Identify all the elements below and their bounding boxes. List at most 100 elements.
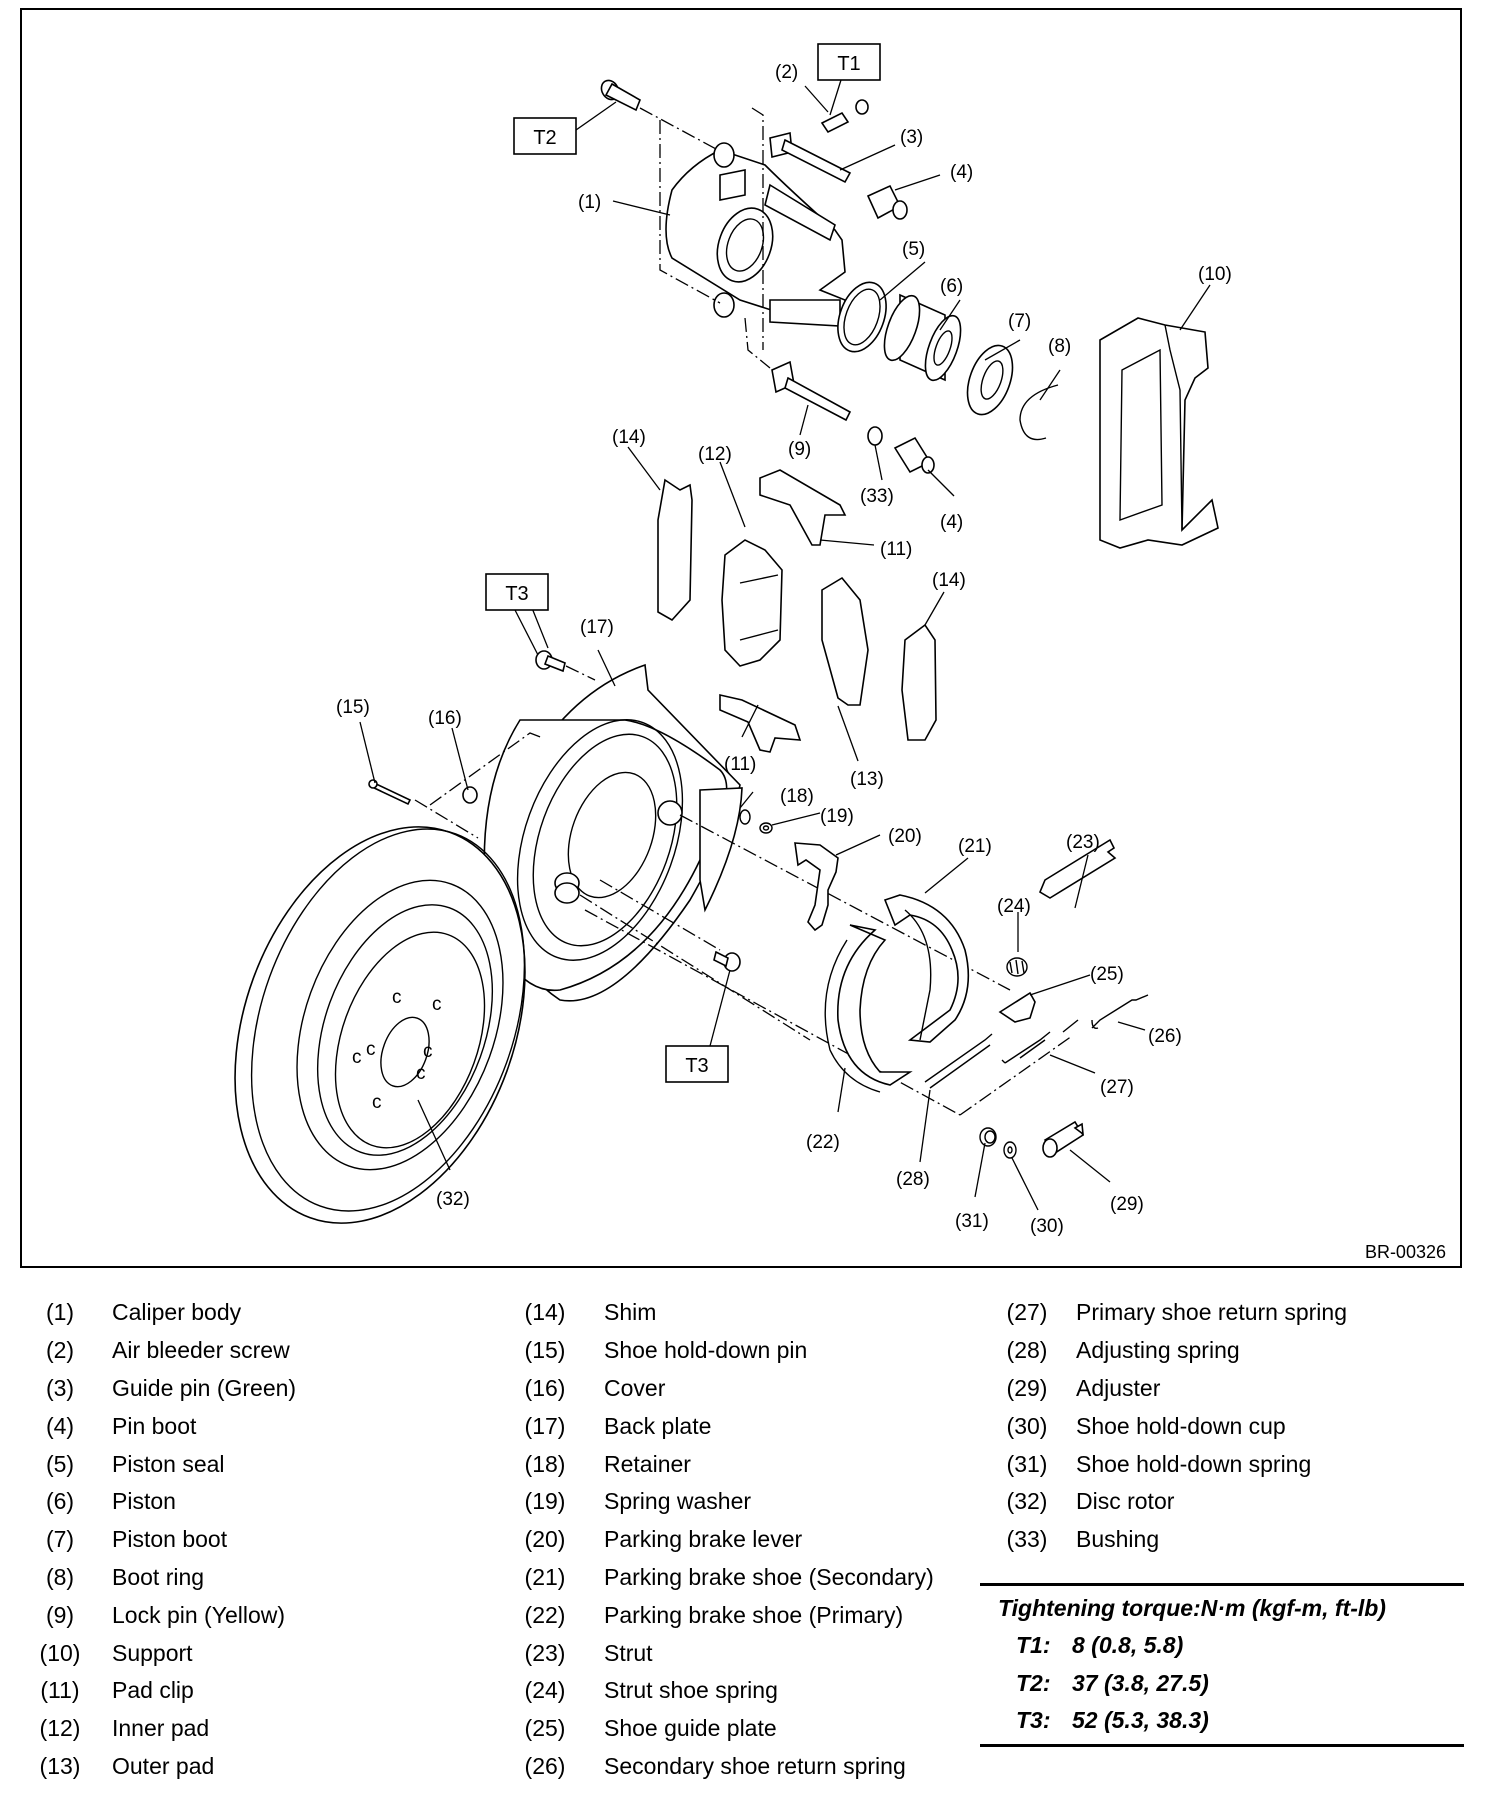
callout-15: (15) [336,697,370,718]
pad-clip-upper [759,469,847,546]
svg-text:T2: T2 [533,127,556,149]
legend-item: (9) Lock pin (Yellow) [34,1596,296,1634]
svg-text:c: c [392,987,402,1008]
torque-table: Tightening torque:N·m (kgf-m, ft-lb) T1:… [980,1583,1464,1747]
svg-text:c: c [372,1092,382,1113]
torque-value: 8 (0.8, 5.8) [1072,1632,1184,1658]
legend-item: (33) Bushing [996,1521,1347,1559]
legend-item-number: (33) [1006,1526,1048,1553]
legend-item-number: (3) [45,1374,75,1401]
callout-labels: (1) (2) (3) (4) (5) (6) (7) (8) (9) (10)… [336,62,1232,1237]
legend-column-3: (27)Primary shoe return spring(28)Adjust… [996,1294,1347,1559]
callout-11-upper: (11) [880,539,912,560]
legend-item: (30)Shoe hold-down cup [996,1407,1347,1445]
callout-7: (7) [1008,311,1031,332]
piston [883,293,962,382]
torque-callout-t3-lower: T3 [665,1045,729,1083]
torque-key: T1: [1016,1632,1051,1658]
legend-item-label: Boot ring [112,1563,205,1590]
legend-item-number: (19) [524,1488,566,1515]
callout-32: (32) [436,1189,470,1210]
legend-item: (29)Adjuster [996,1370,1347,1408]
torque-callout-t1: T1 [817,43,881,81]
svg-text:c: c [423,1041,433,1062]
callout-22: (22) [806,1132,840,1153]
svg-text:T3: T3 [685,1055,708,1077]
legend-item-label: Secondary shoe return spring [604,1752,906,1779]
legend-item-number: (4) [45,1412,75,1439]
torque-row-t1: T1: 8 (0.8, 5.8) [980,1627,1464,1665]
legend-item-number: (14) [524,1299,566,1326]
exploded-view-diagram: c c c c c c c [234,43,1232,1237]
svg-text:T3: T3 [505,583,528,605]
parking-brake-shoe-primary [824,924,913,1093]
callout-29: (29) [1110,1194,1144,1215]
legend-item-number: (11) [40,1677,80,1704]
legend-item: (13)Outer pad [34,1748,296,1786]
legend-item-number: (16) [524,1374,566,1401]
support-bracket [1099,317,1219,549]
disc-rotor: c c c c c c c [234,826,526,1224]
torque-table-heading: Tightening torque:N·m (kgf-m, ft-lb) [998,1595,1386,1621]
legend-item: (20)Parking brake lever [514,1521,934,1559]
legend-item: (10)Support [34,1634,296,1672]
legend-item: (2) Air bleeder screw [34,1332,296,1370]
legend-item: (5)Piston seal [34,1445,296,1483]
legend-item-label: Strut shoe spring [604,1677,778,1704]
diagram-frame [20,8,1462,1268]
svg-text:c: c [432,994,442,1015]
torque-row-t2: T2: 37 (3.8, 27.5) [980,1665,1464,1703]
callout-11-lower: (11) [724,754,756,775]
legend-item-label: Pin boot [112,1412,197,1439]
legend-item-number: (24) [524,1677,566,1704]
legend-item-number: (18) [524,1450,566,1477]
legend-item-number: (12) [39,1715,81,1742]
adjusting-spring [924,1033,993,1089]
legend-item-label: Bushing [1076,1526,1160,1553]
callout-2: (2) [775,62,798,83]
spring-washer [759,822,773,834]
shim-outer [901,623,937,741]
legend-item: (26) Secondary shoe return spring [514,1748,934,1786]
callout-23: (23) [1066,832,1100,853]
legend-item: (18)Retainer [514,1445,934,1483]
pin-boot-lower [893,436,935,474]
callout-4-lower: (4) [940,512,963,533]
legend-item-label: Caliper body [112,1299,242,1326]
inner-pad [721,539,783,667]
legend-item-label: Shim [604,1299,657,1326]
piston-boot [966,344,1014,416]
legend-item-number: (29) [1006,1374,1048,1401]
legend-item-label: Air bleeder screw [112,1337,290,1364]
legend-item: (12)Inner pad [34,1710,296,1748]
legend-item: (16)Cover [514,1370,934,1408]
legend-item: (21)Parking brake shoe (Secondary) [514,1559,934,1597]
legend-item-label: Shoe hold-down pin [604,1337,808,1364]
legend-item-number: (13) [39,1752,81,1779]
legend-item-number: (21) [524,1563,566,1590]
legend-item-label: Lock pin (Yellow) [112,1601,286,1628]
bushing [867,426,883,446]
legend-item: (24) Strut shoe spring [514,1672,934,1710]
legend-item-label: Primary shoe return spring [1076,1299,1347,1326]
legend-column-2: (14)Shim(15)Shoe hold-down pin(16)Cover(… [514,1294,934,1785]
callout-20: (20) [888,826,922,847]
callout-10: (10) [1198,264,1232,285]
legend-item: (25)Shoe guide plate [514,1710,934,1748]
legend-item-number: (26) [524,1752,566,1779]
legend-item-label: Piston boot [112,1526,228,1553]
shoe-hold-down-spring [979,1127,997,1147]
outer-pad [821,576,869,706]
secondary-shoe-return-spring [1062,994,1149,1033]
legend-item-number: (9) [45,1601,75,1628]
callout-16: (16) [428,708,462,729]
legend-item: (23)Strut [514,1634,934,1672]
figure-reference-code: BR-00326 [1364,1242,1446,1262]
legend-item-number: (2) [45,1337,75,1364]
legend-item: (17)Back plate [514,1407,934,1445]
callout-13: (13) [850,769,884,790]
pin-boot-upper [866,184,908,220]
legend-item-number: (10) [39,1639,81,1666]
shoe-hold-down-cup [1003,1141,1017,1159]
back-plate-bolt-upper [535,650,566,673]
